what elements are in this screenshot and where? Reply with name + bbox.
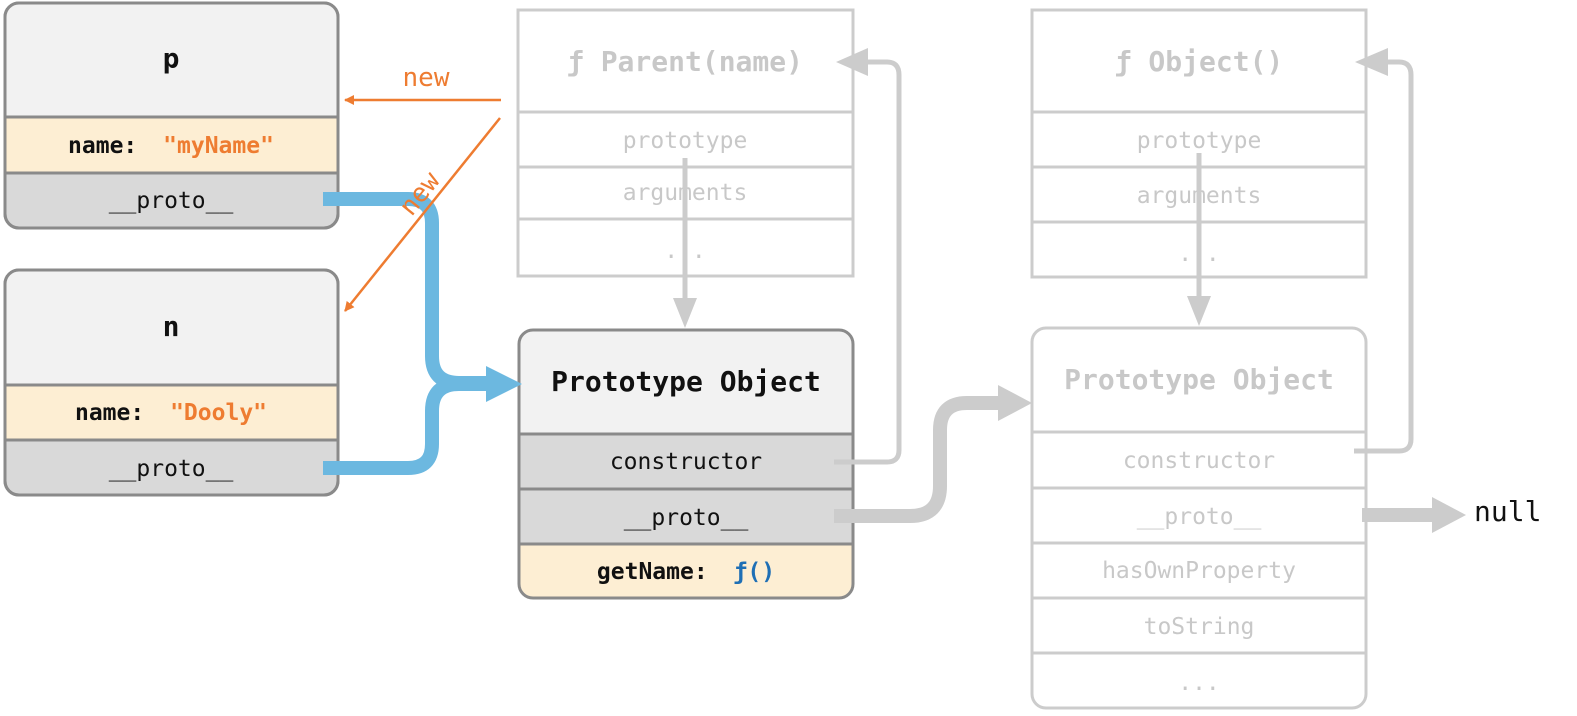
- parent-function-row-prototype: prototype: [623, 128, 748, 154]
- constructor-to-parent-arrow: [834, 59, 902, 465]
- object-prototype-row-proto: __proto__: [1137, 504, 1262, 530]
- object-constructor-arrowhead: [1355, 48, 1388, 76]
- instance-p-name-value: "myName": [163, 133, 274, 159]
- parent-prototype-title: Prototype Object: [551, 365, 821, 398]
- parent-prototype-link-arrowhead: [673, 298, 697, 328]
- null-label: null: [1474, 495, 1541, 528]
- object-prototype-link-arrowhead: [1187, 296, 1211, 326]
- instance-p-title: p: [163, 42, 180, 75]
- instance-n-name-property: name: "Dooly": [75, 400, 267, 426]
- new-label-n: new: [394, 166, 447, 222]
- parent-prototype-constructor: constructor: [610, 449, 762, 475]
- n-proto-arrow: [323, 377, 488, 475]
- instance-n-title: n: [163, 310, 180, 343]
- parent-prototype-method: getName: ƒ(): [597, 559, 775, 585]
- new-arrows: new new: [344, 63, 501, 312]
- object-prototype-title: Prototype Object: [1064, 363, 1334, 396]
- parent-function-title: ƒ Parent(name): [567, 45, 803, 78]
- instance-p: p name: "myName" __proto__: [3, 1, 340, 230]
- blue-proto-arrows: [323, 192, 522, 475]
- null-arrowhead: [1432, 497, 1466, 533]
- object-constructor-arrow: [1354, 59, 1414, 454]
- instance-n-name-value: "Dooly": [170, 400, 267, 426]
- instance-n: n name: "Dooly" __proto__: [3, 268, 340, 497]
- object-prototype-row-ellipsis: ...: [1178, 670, 1220, 696]
- parent-prototype-proto: __proto__: [624, 505, 749, 531]
- parent-prototype-method-value: ƒ(): [734, 559, 776, 585]
- new-label-p: new: [403, 63, 450, 93]
- prototype-chain-arrowhead: [998, 385, 1032, 421]
- object-prototype-row-constructor: constructor: [1123, 448, 1275, 474]
- proto-arrowhead: [486, 366, 522, 402]
- object-prototype-row-hasownproperty: hasOwnProperty: [1102, 558, 1296, 584]
- instance-p-name-key: name:: [68, 133, 137, 159]
- constructor-to-parent-arrowhead: [836, 48, 868, 76]
- new-arrow-to-n: [344, 117, 501, 312]
- object-function-row-prototype: prototype: [1137, 128, 1262, 154]
- gray-arrows: [673, 48, 1466, 533]
- instance-p-proto-label: __proto__: [109, 188, 234, 214]
- object-prototype-box: Prototype Object constructor __proto__ h…: [1030, 326, 1368, 710]
- p-proto-arrow: [323, 192, 488, 390]
- instance-p-name-property: name: "myName": [68, 133, 274, 159]
- parent-prototype-method-key: getName:: [597, 559, 708, 585]
- object-prototype-row-tostring: toString: [1144, 614, 1255, 640]
- object-function-title: ƒ Object(): [1115, 45, 1284, 78]
- prototype-chain-arrow: [834, 396, 1000, 523]
- instance-n-proto-label: __proto__: [109, 456, 234, 482]
- instance-n-name-key: name:: [75, 400, 144, 426]
- parent-prototype-box: Prototype Object constructor __proto__ g…: [517, 328, 855, 600]
